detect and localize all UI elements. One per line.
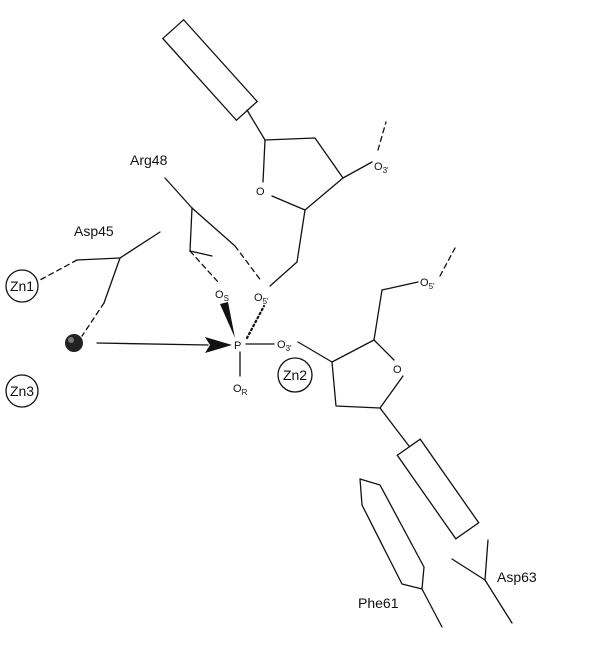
asp63-label: Asp63	[497, 569, 537, 585]
upper-sugar-ring	[264, 137, 344, 211]
or-label: OR	[233, 383, 248, 397]
zn3-ion: Zn3	[5, 374, 39, 408]
phosphate-group: P OS OR O3'	[215, 289, 292, 397]
lower-nucleotide: O O5'	[297, 247, 480, 540]
os-label: OS	[215, 289, 229, 303]
phe61-label: Phe61	[358, 595, 399, 611]
zn2-ion: Zn2	[277, 357, 313, 393]
phe61-residue: Phe61	[358, 478, 443, 628]
zn1-label: Zn1	[10, 278, 34, 294]
lower-base	[396, 438, 480, 540]
zn1-ion: Zn1	[5, 269, 39, 303]
arg48-label: Arg48	[130, 152, 168, 168]
upper-nucleotide: O O3' O5'	[161, 18, 389, 306]
lower-ring-oxygen: O	[393, 364, 402, 376]
hydroxide-sphere	[65, 334, 83, 352]
lower-sugar-ring	[331, 361, 381, 409]
upper-o5-label: O5'	[254, 292, 269, 306]
zn2-label: Zn2	[283, 367, 307, 383]
arg48-residue: Arg48	[130, 152, 263, 283]
asp45-label: Asp45	[74, 223, 114, 239]
lower-o5-label: O5'	[420, 277, 435, 291]
attack-arrow	[96, 337, 232, 353]
asp45-residue: Asp45	[39, 223, 161, 337]
upper-ring-oxygen: O	[256, 186, 265, 198]
upper-base	[161, 18, 259, 122]
nucleophile-hydroxide	[65, 334, 83, 352]
lower-o3-label: O3'	[277, 339, 292, 353]
upper-o3-label: O3'	[374, 161, 389, 175]
phe61-aromatic-ring	[359, 478, 425, 590]
asp63-residue: Asp63	[451, 539, 537, 624]
p-os-wedge-bond	[220, 302, 235, 338]
phosphorus-label: P	[234, 340, 241, 352]
zn3-label: Zn3	[10, 383, 34, 399]
